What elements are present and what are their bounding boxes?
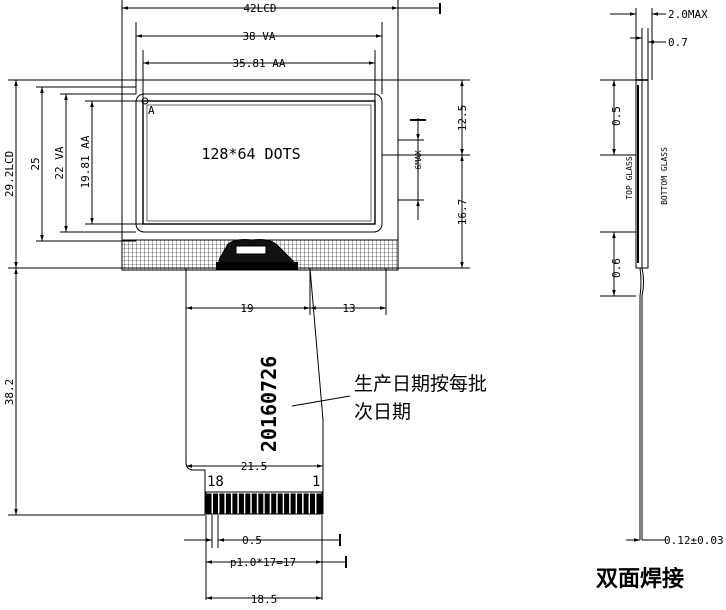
dim-fpc-width: 21.5 <box>241 460 268 473</box>
dim-pitch: p1.0*17=17 <box>230 556 296 569</box>
gold-finger-pin <box>316 493 322 515</box>
gold-finger-pin <box>277 493 283 515</box>
dim-va-height: 25 <box>29 157 42 170</box>
dim-side-top: 0.5 <box>610 106 623 126</box>
dim-aa-width: 35.81 AA <box>233 57 286 70</box>
gold-finger-pin <box>232 493 238 515</box>
date-note-line1: 生产日期按每批 <box>354 373 487 395</box>
top-glass-label: TOP GLASS <box>625 156 634 200</box>
dim-fpc-length: 38.2 <box>3 379 16 406</box>
corner-marker-label: A <box>148 104 155 117</box>
dim-fpc-right: 13 <box>342 302 355 315</box>
gold-finger-pin <box>219 493 225 515</box>
pin-last-label: 1 <box>312 474 320 490</box>
side-view <box>635 79 649 540</box>
date-note-line2: 次日期 <box>354 401 411 423</box>
dim-lcd-height: 29.2LCD <box>3 151 16 197</box>
pin-first-label: 18 <box>207 474 224 490</box>
dim-glass-thin: 0.7 <box>668 36 688 49</box>
resolution-label: 128*64 DOTS <box>201 145 300 163</box>
gold-finger-pin <box>310 493 315 515</box>
bottom-glass-label: BOTTOM GLASS <box>660 147 669 205</box>
dim-va-width: 38 VA <box>242 30 275 43</box>
date-code: 20160726 <box>257 356 281 452</box>
dim-aa-height: 19.81 AA <box>79 135 92 188</box>
gold-finger-pin <box>206 493 212 515</box>
dim-lcd-width: 42LCD <box>243 2 276 15</box>
dim-side-bottom: 0.6 <box>610 258 623 278</box>
gold-finger-pin <box>264 493 270 515</box>
gold-finger-pin <box>290 493 296 515</box>
gold-finger-pin <box>245 493 251 515</box>
gold-finger-pin <box>213 493 218 515</box>
gold-finger-pin <box>225 493 231 515</box>
gold-finger-pin <box>303 493 309 515</box>
dim-pin-width: 0.5 <box>242 534 262 547</box>
dim-va-height-2: 22 VA <box>53 146 66 179</box>
gold-finger-pin <box>271 493 277 515</box>
gold-finger-pin <box>258 493 264 515</box>
dim-top-offset: 12.5 <box>456 105 469 132</box>
dim-6max: 6MAX <box>414 150 423 169</box>
dim-bottom-offset: 16.7 <box>456 199 469 226</box>
gold-finger-pin <box>238 493 244 515</box>
gold-finger-pin <box>297 493 303 515</box>
dim-glass-max: 2.0MAX <box>668 8 708 21</box>
gold-finger-pin <box>251 493 257 515</box>
double-side-weld-label: 双面焊接 <box>596 567 684 592</box>
dim-fpc-thickness: 0.12±0.03 <box>664 534 724 547</box>
dim-finger-width: 18.5 <box>251 593 278 606</box>
dim-fpc-left: 19 <box>240 302 253 315</box>
gold-finger-pin <box>284 493 290 515</box>
